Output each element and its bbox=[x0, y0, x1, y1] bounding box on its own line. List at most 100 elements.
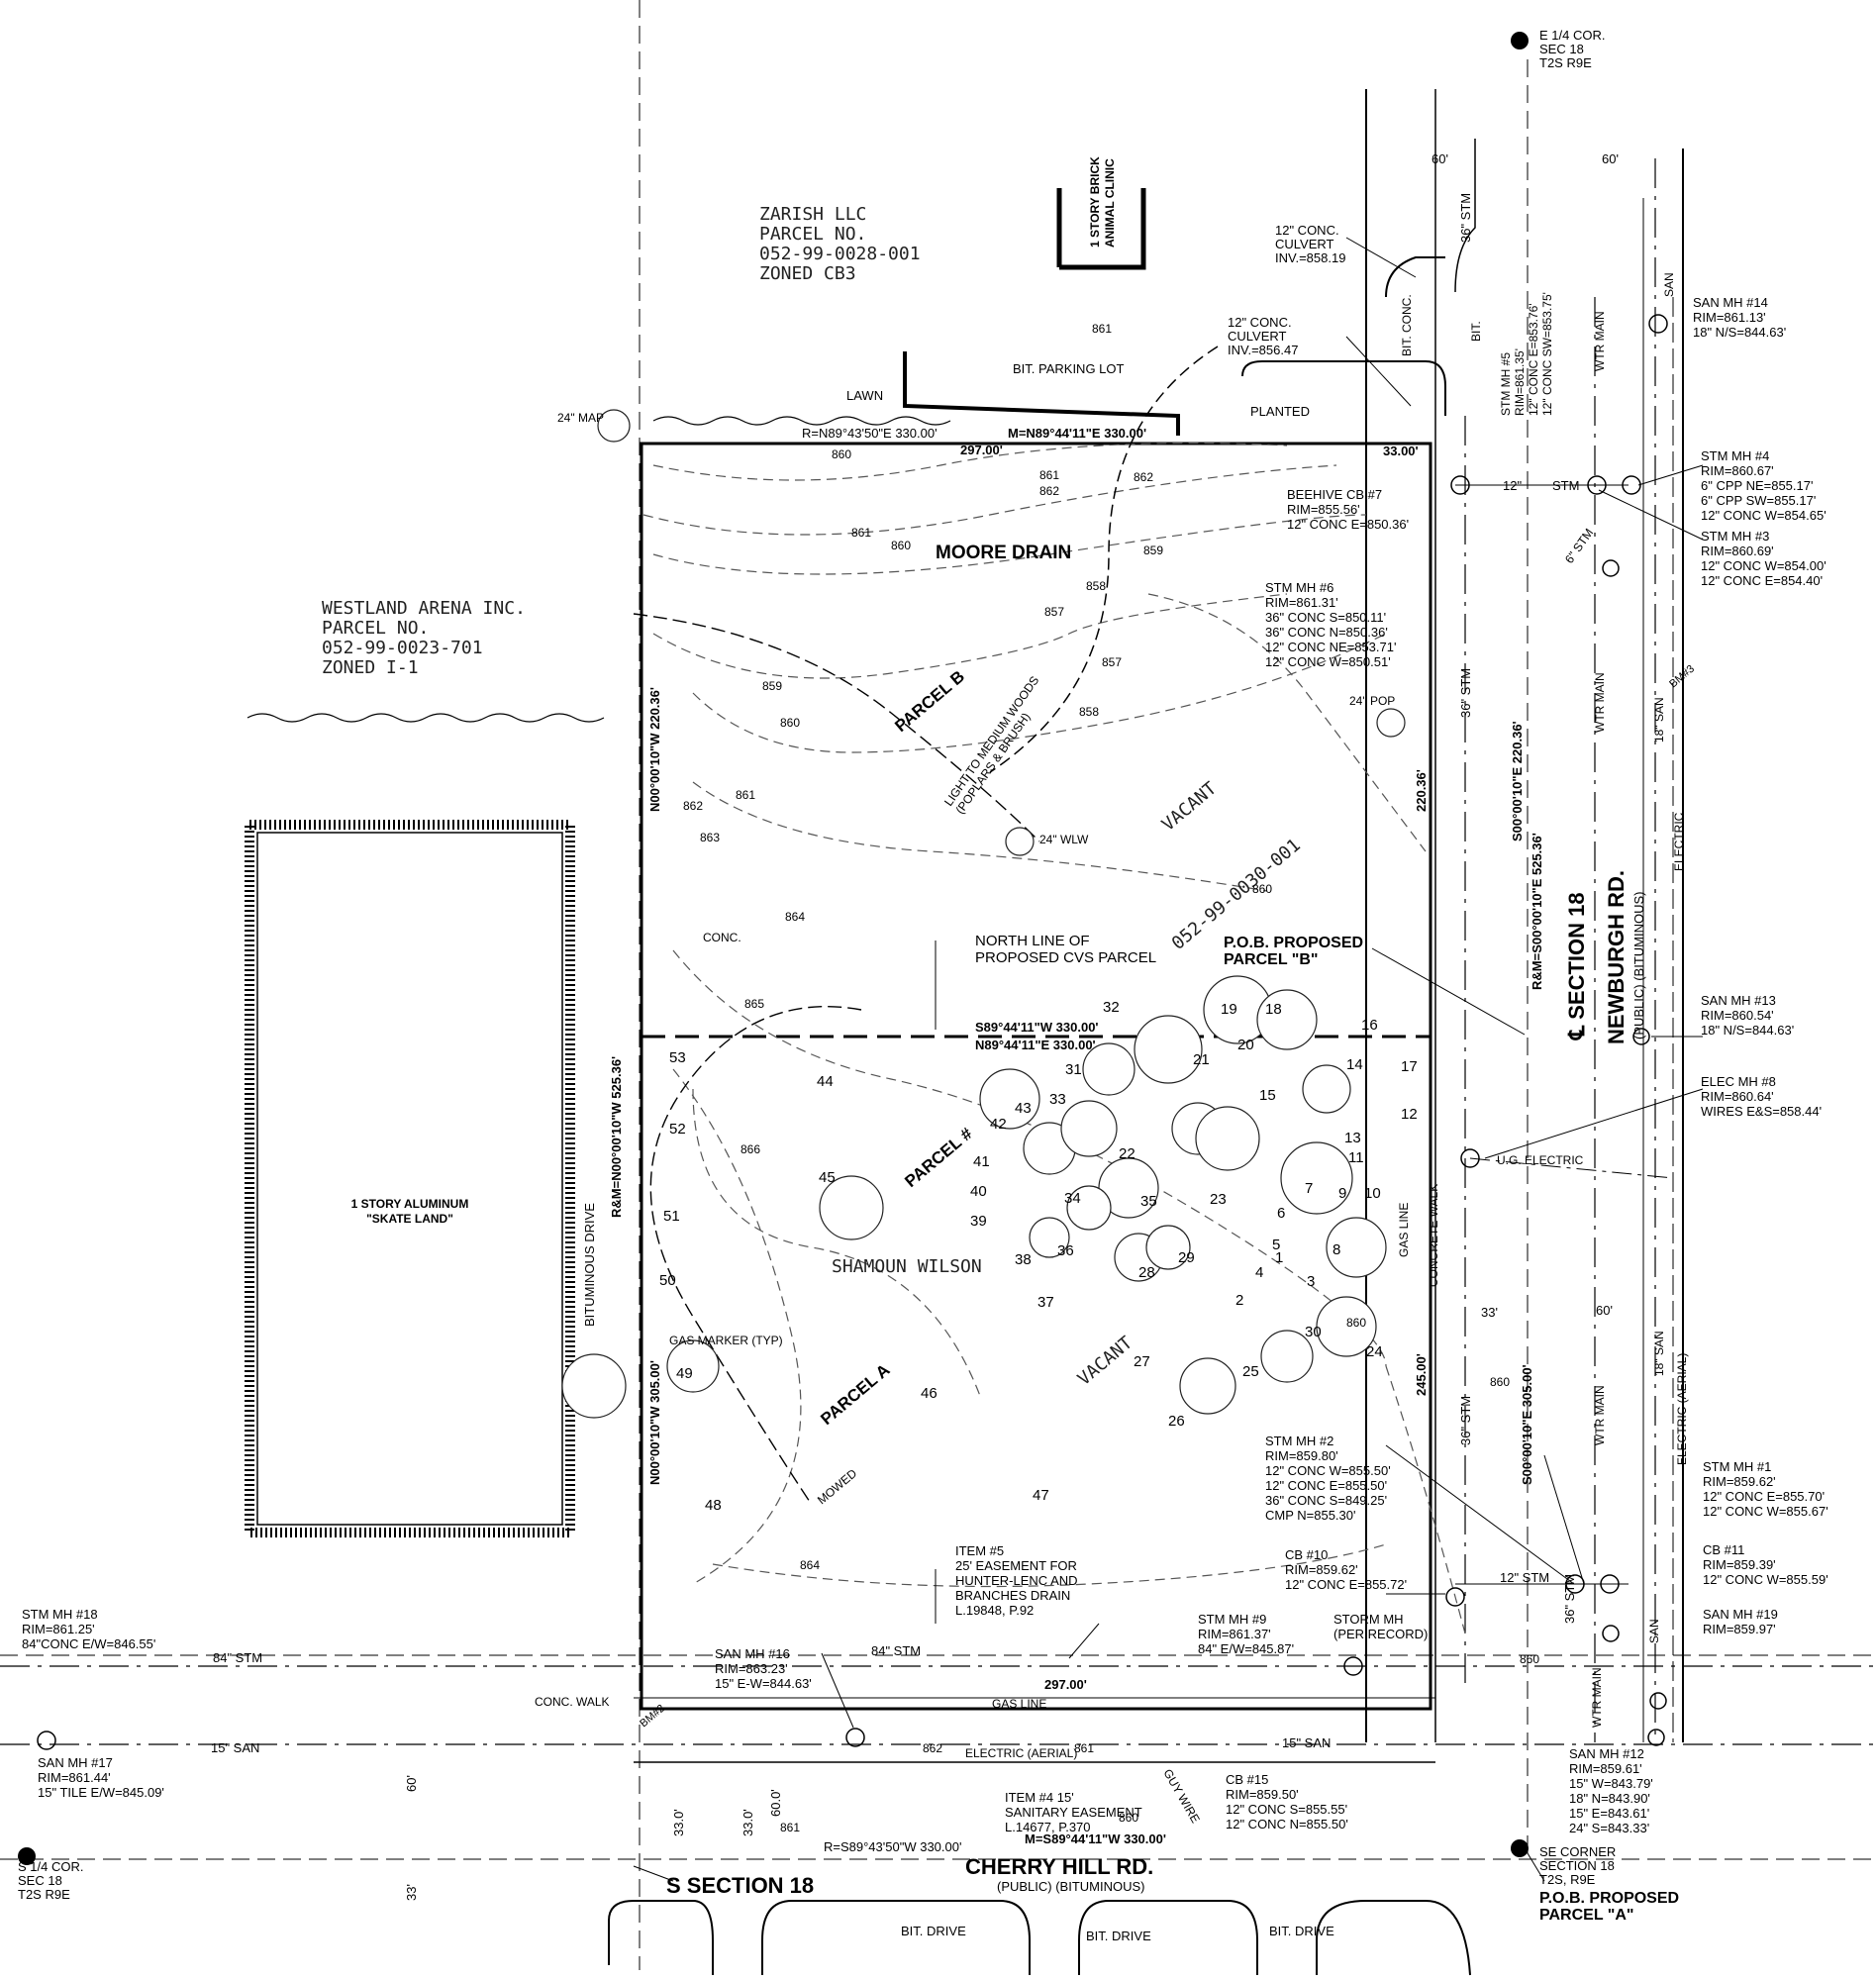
contour-label: 861 bbox=[851, 526, 871, 540]
tree-number: 53 bbox=[669, 1049, 686, 1066]
bit-drive-1: BIT. DRIVE bbox=[901, 1924, 966, 1938]
cb11-line1: CB #11 bbox=[1703, 1542, 1744, 1557]
north-297: 297.00' bbox=[960, 443, 1003, 457]
contour-label: 857 bbox=[1044, 605, 1064, 619]
tree-number: 1 bbox=[1275, 1249, 1283, 1266]
guy-wire-label: GUY WIRE bbox=[1160, 1767, 1202, 1826]
east-220: 220.36' bbox=[1414, 769, 1429, 812]
electric-aerial-label: ELECTRIC (AERIAL) bbox=[965, 1746, 1077, 1760]
roads bbox=[608, 89, 1684, 1976]
stm-label: STM bbox=[1552, 478, 1579, 493]
parcel-a-label: PARCEL A bbox=[817, 1360, 893, 1429]
gas-marker-label: GAS MARKER (TYP) bbox=[669, 1334, 783, 1347]
stm36-south: 36" STM bbox=[1458, 1396, 1473, 1445]
dimension-labels: 60' 60' 33.00' 12" 33' 60' 60' 60.0' 33.… bbox=[404, 151, 1619, 1901]
dim-33s: 33' bbox=[404, 1884, 419, 1901]
conc-pad-label: CONC. bbox=[703, 931, 741, 944]
tree-number: 35 bbox=[1140, 1193, 1157, 1210]
lawn-label: LAWN bbox=[846, 388, 883, 403]
dim-60v: 60' bbox=[404, 1775, 419, 1792]
westland-owner: WESTLAND ARENA INC. bbox=[322, 598, 526, 619]
tree-number: 39 bbox=[970, 1213, 987, 1230]
tree-number: 32 bbox=[1103, 999, 1120, 1016]
san19-line1: SAN MH #19 bbox=[1703, 1607, 1778, 1622]
stm84-east: 84" STM bbox=[871, 1643, 921, 1658]
woods-line1: LIGHT TO MEDIUM WOODS bbox=[941, 673, 1041, 808]
san-label-1: SAN bbox=[1662, 272, 1676, 297]
dim-33a: 33.00' bbox=[1383, 444, 1419, 458]
tree-number: 50 bbox=[659, 1272, 676, 1289]
stm84-west: 84" STM bbox=[213, 1650, 262, 1665]
tree-number: 41 bbox=[973, 1153, 990, 1170]
contour-label: 862 bbox=[923, 1741, 942, 1755]
contour-label: 858 bbox=[1086, 579, 1106, 593]
san16-line1: SAN MH #16 bbox=[715, 1646, 790, 1661]
tree-wlw-label: 24" WLW bbox=[1039, 833, 1089, 846]
svg-text:STM MH #5RIM=861.35'12" CONC E: STM MH #5RIM=861.35'12" CONC E=853.76'12… bbox=[1499, 292, 1554, 416]
stm6-line1: STM MH #6 bbox=[1265, 580, 1333, 595]
contour-label: 861 bbox=[1039, 468, 1059, 482]
tree-number: 6 bbox=[1277, 1205, 1285, 1222]
cb10-line1: CB #10 bbox=[1285, 1547, 1328, 1562]
tree-number: 13 bbox=[1344, 1130, 1361, 1146]
dim-12: 12" bbox=[1503, 478, 1522, 493]
tree-number: 5 bbox=[1272, 1237, 1280, 1253]
stm5-line1: STM MH #5 bbox=[1499, 352, 1513, 416]
tree-number: 34 bbox=[1064, 1190, 1081, 1207]
skate-land-building bbox=[245, 820, 575, 1537]
wtr-main-4: WTR MAIN bbox=[1590, 1667, 1604, 1728]
contour-label: 861 bbox=[736, 788, 755, 802]
mid-south: S89°44'11"W 330.00' bbox=[975, 1020, 1099, 1035]
tree-number: 52 bbox=[669, 1121, 686, 1138]
dim-60a: 60' bbox=[1432, 151, 1448, 166]
contour-label: 857 bbox=[1102, 655, 1122, 669]
conc-walk-label: CONC. WALK bbox=[535, 1695, 610, 1709]
svg-text:1 STORY BRICKANIMAL CLINIC: 1 STORY BRICKANIMAL CLINIC bbox=[1088, 156, 1117, 248]
tree-number: 15 bbox=[1259, 1087, 1276, 1104]
item4-line1: ITEM #4 15' bbox=[1005, 1790, 1074, 1805]
parking-lot bbox=[903, 351, 1180, 436]
tree-number: 51 bbox=[663, 1208, 680, 1225]
west-rm: R&M=N00°00'10"W 525.36' bbox=[609, 1056, 624, 1218]
tree-number: 11 bbox=[1348, 1149, 1364, 1166]
elec8-line1: ELEC MH #8 bbox=[1701, 1074, 1776, 1089]
newburgh-desc: (PUBLIC) (BITUMINOUS) bbox=[1631, 892, 1646, 1040]
road-labels: NEWBURGH RD. (PUBLIC) (BITUMINOUS) CHERR… bbox=[666, 294, 1646, 1943]
parcel-b-label: PARCEL B bbox=[891, 667, 968, 736]
tree-number: 38 bbox=[1015, 1251, 1032, 1268]
pob-b-line1: P.O.B. PROPOSED bbox=[1224, 935, 1363, 951]
tree-number: 37 bbox=[1037, 1294, 1054, 1311]
tree-number: 43 bbox=[1015, 1100, 1032, 1117]
cherry-name: CHERRY HILL RD. bbox=[965, 1854, 1153, 1879]
planted-label: PLANTED bbox=[1250, 404, 1310, 419]
se-corner-line1: SE CORNER bbox=[1539, 1844, 1616, 1859]
contour-label: 861 bbox=[780, 1821, 800, 1834]
cb15-line1: CB #15 bbox=[1226, 1772, 1268, 1787]
tree-number: 48 bbox=[705, 1497, 722, 1514]
bit-drive-label: BITUMINOUS DRIVE bbox=[582, 1203, 597, 1327]
contour-label: 859 bbox=[762, 679, 782, 693]
san18-label-2: 18" SAN bbox=[1652, 1331, 1666, 1376]
south-297: 297.00' bbox=[1044, 1677, 1087, 1692]
svg-text:WESTLAND ARENA INC.PARCEL NO.0: WESTLAND ARENA INC.PARCEL NO.052-99-0023… bbox=[322, 598, 526, 678]
pob-a-line1: P.O.B. PROPOSED bbox=[1539, 1890, 1679, 1907]
tree-number: 16 bbox=[1361, 1017, 1378, 1034]
tree-number: 26 bbox=[1168, 1413, 1185, 1430]
culvert2-line1: 12" CONC. bbox=[1228, 315, 1292, 330]
wtr-main-2: WTR MAIN bbox=[1593, 672, 1607, 733]
tree-number: 49 bbox=[676, 1365, 693, 1382]
contour-label: 860 bbox=[1119, 1811, 1138, 1825]
moore-drain-label: MOORE DRAIN bbox=[936, 543, 1071, 563]
bit-conc-label: BIT. CONC. bbox=[1400, 294, 1414, 356]
tree-number: 46 bbox=[921, 1385, 938, 1402]
vacant-b-label: VACANT bbox=[1158, 778, 1221, 836]
